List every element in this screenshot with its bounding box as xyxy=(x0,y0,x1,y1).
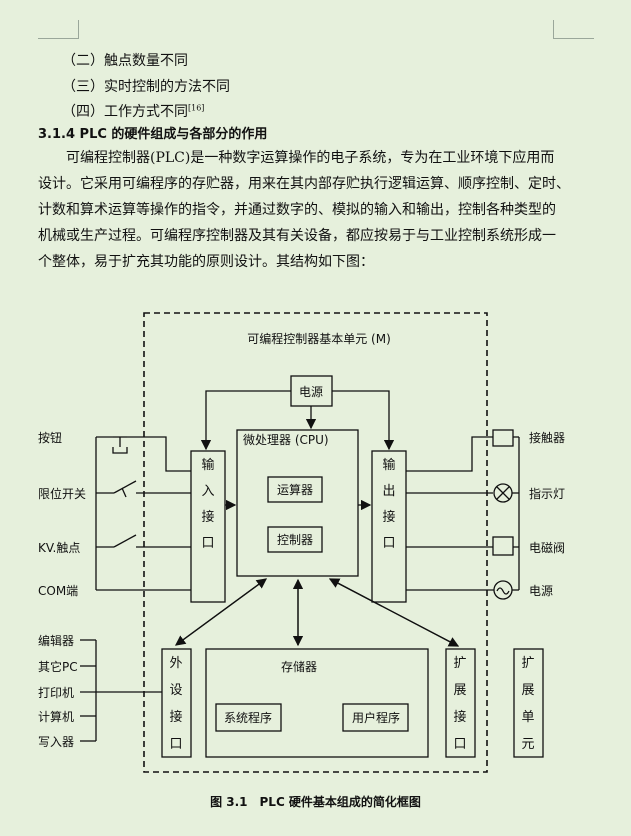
peripheral-interface-box xyxy=(161,648,192,758)
peripheral-interface-char: 接 xyxy=(169,709,182,725)
output-label-power: 电源 xyxy=(529,584,553,598)
output-interface-box xyxy=(371,450,407,603)
expansion-unit-char: 单 xyxy=(521,710,534,725)
expansion-interface-char: 口 xyxy=(453,737,466,752)
output-interface-char: 输 xyxy=(382,457,395,473)
controller-box xyxy=(267,526,323,553)
input-label-button: 按钮 xyxy=(38,430,62,445)
list-item-4: （四）工作方式不同[16] xyxy=(62,101,204,121)
paragraph-line: 计数和算术运算等操作的指令，并通过数字的、模拟的输入和输出，控制各种类型的 xyxy=(38,202,556,218)
output-interface-char: 出 xyxy=(382,484,395,499)
power-label: 电源 xyxy=(299,385,323,399)
memory-label: 存储器 xyxy=(281,659,317,674)
input-label-limit-switch: 限位开关 xyxy=(38,486,86,501)
input-label-kv-contact: KV.触点 xyxy=(38,541,80,555)
alu-box xyxy=(267,476,323,503)
paragraph-line: 机械或生产过程。可编程序控制器及其有关设备，都应按易于与工业控制系统形成一 xyxy=(38,228,556,244)
output-label-solenoid: 电磁阀 xyxy=(529,540,565,555)
peripheral-label-other-pc: 其它PC xyxy=(38,659,78,674)
list-item-2: （二）触点数量不同 xyxy=(62,53,188,69)
paragraph-line: 可编程控制器(PLC)是一种数字运算操作的电子系统，专为在工业环境下应用而 xyxy=(38,150,555,166)
input-interface-char: 入 xyxy=(201,484,214,499)
peripheral-interface-char: 外 xyxy=(169,656,182,671)
user-program-box xyxy=(342,703,409,732)
output-interface-char: 口 xyxy=(382,536,395,551)
base-unit-title: 可编程控制器基本单元 (M) xyxy=(247,331,391,346)
peripheral-label-editor: 编辑器 xyxy=(38,633,74,648)
expansion-interface-char: 扩 xyxy=(453,656,466,671)
peripheral-interface-char: 口 xyxy=(169,737,182,752)
input-label-com: COM端 xyxy=(38,584,78,598)
user-program-label: 用户程序 xyxy=(352,710,400,725)
cpu-label: 微处理器 (CPU) xyxy=(243,433,329,447)
paragraph-line: 设计。它采用可编程序的存贮器，用来在其内部存贮执行逻辑运算、顺序控制、定时、 xyxy=(38,176,570,192)
expansion-interface-char: 展 xyxy=(453,683,466,698)
expansion-unit-char: 扩 xyxy=(521,656,534,671)
figure-caption: 图 3.1 PLC 硬件基本组成的简化框图 xyxy=(210,795,421,809)
peripheral-label-writer: 写入器 xyxy=(38,735,74,749)
controller-label: 控制器 xyxy=(277,533,313,547)
input-interface-char: 输 xyxy=(201,457,214,473)
output-interface-char: 接 xyxy=(382,509,395,525)
alu-label: 运算器 xyxy=(277,482,313,497)
expansion-unit-box xyxy=(513,648,544,758)
output-label-indicator: 指示灯 xyxy=(529,486,565,501)
list-item-3: （三）实时控制的方法不同 xyxy=(62,79,230,95)
list-item-4-text: （四）工作方式不同 xyxy=(62,104,188,120)
input-interface-char: 口 xyxy=(201,536,214,551)
system-program-box xyxy=(215,703,282,732)
page-corner-mark-right xyxy=(553,20,594,39)
cpu-box xyxy=(236,429,359,577)
expansion-unit-char: 展 xyxy=(521,683,534,698)
expansion-interface-box xyxy=(445,648,476,758)
system-program-label: 系统程序 xyxy=(224,710,272,725)
base-unit-border xyxy=(143,312,488,773)
input-interface-box xyxy=(190,450,226,603)
input-interface-char: 接 xyxy=(201,509,214,525)
expansion-interface-char: 接 xyxy=(453,709,466,725)
output-label-contactor: 接触器 xyxy=(529,430,565,445)
peripheral-label-printer: 打印机 xyxy=(38,686,74,700)
memory-box xyxy=(205,648,429,758)
citation-ref: [16] xyxy=(188,103,205,113)
peripheral-interface-char: 设 xyxy=(169,683,182,698)
page-corner-mark-left xyxy=(38,20,79,39)
section-heading: 3.1.4 PLC 的硬件组成与各部分的作用 xyxy=(38,127,268,142)
expansion-unit-char: 元 xyxy=(521,737,534,752)
peripheral-label-computer: 计算机 xyxy=(38,709,74,724)
paragraph-line: 个整体，易于扩充其功能的原则设计。其结构如下图： xyxy=(38,254,374,270)
